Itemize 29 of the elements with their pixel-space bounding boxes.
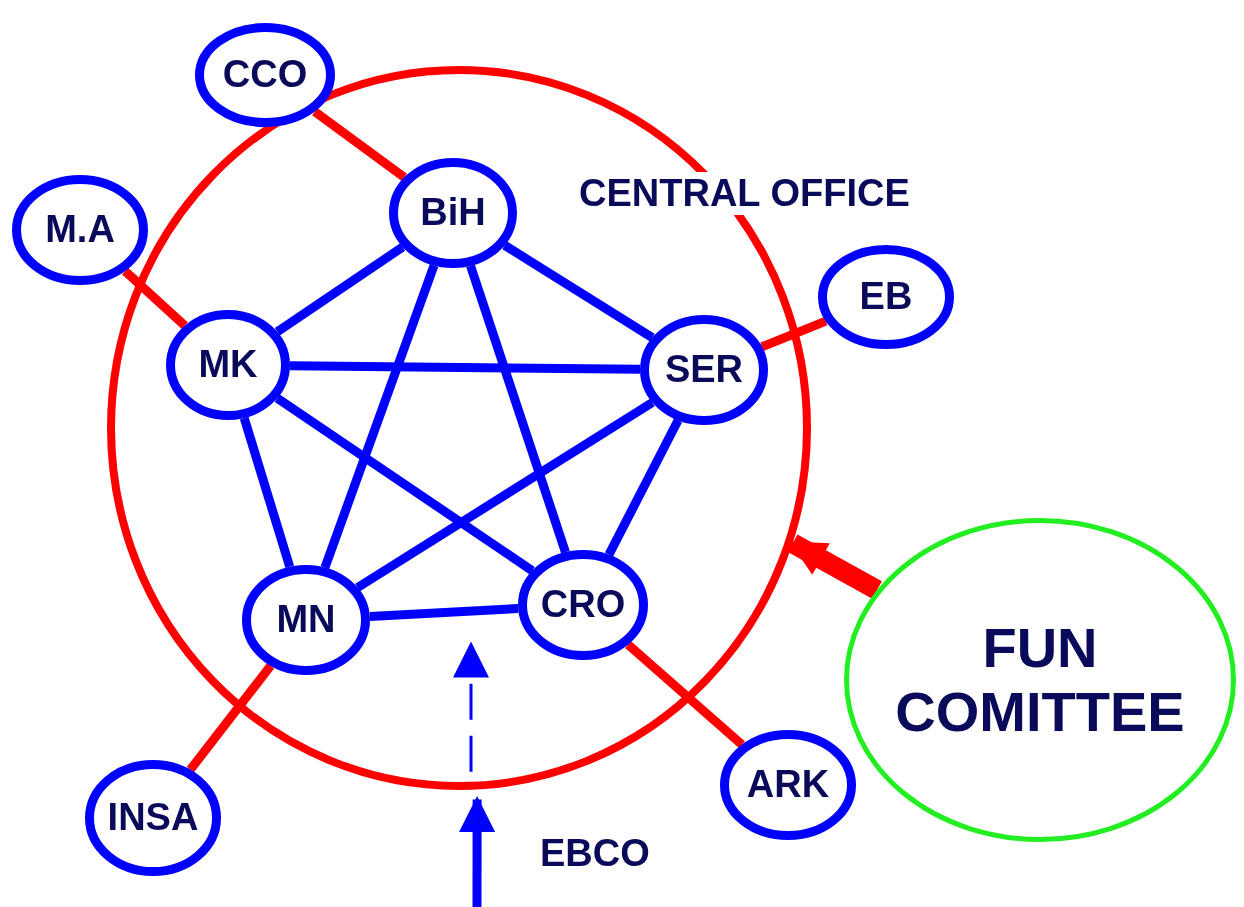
arrow <box>787 534 882 599</box>
node-label: SER <box>664 348 744 392</box>
arrow-label: EBCO <box>540 832 650 875</box>
connector-line <box>312 107 407 181</box>
connector-line <box>122 267 188 329</box>
connector-line <box>502 241 655 342</box>
arrow <box>459 795 496 907</box>
connector-line <box>274 394 535 575</box>
node-label: BiH <box>420 191 486 235</box>
connector-line <box>625 641 745 748</box>
connector-line <box>604 418 683 557</box>
connector-line <box>355 398 655 592</box>
node-label: EB <box>859 275 913 319</box>
arrow <box>453 641 489 772</box>
connector-line <box>289 361 641 374</box>
connector-line <box>320 264 439 569</box>
node-label: CCO <box>222 53 308 97</box>
node-label: ARK <box>746 763 830 807</box>
connector-line <box>186 663 275 773</box>
node-label: INSA <box>107 796 199 840</box>
node-label: CRO <box>540 583 626 627</box>
node-label: MK <box>198 343 258 387</box>
node-label: M.A <box>45 208 115 252</box>
connector-line <box>239 416 295 569</box>
connector-line <box>369 604 519 622</box>
connector-line <box>466 264 570 554</box>
node-label: FUN COMITTEE <box>894 615 1186 745</box>
connector-line <box>274 243 406 336</box>
node-label: MN <box>276 598 336 642</box>
